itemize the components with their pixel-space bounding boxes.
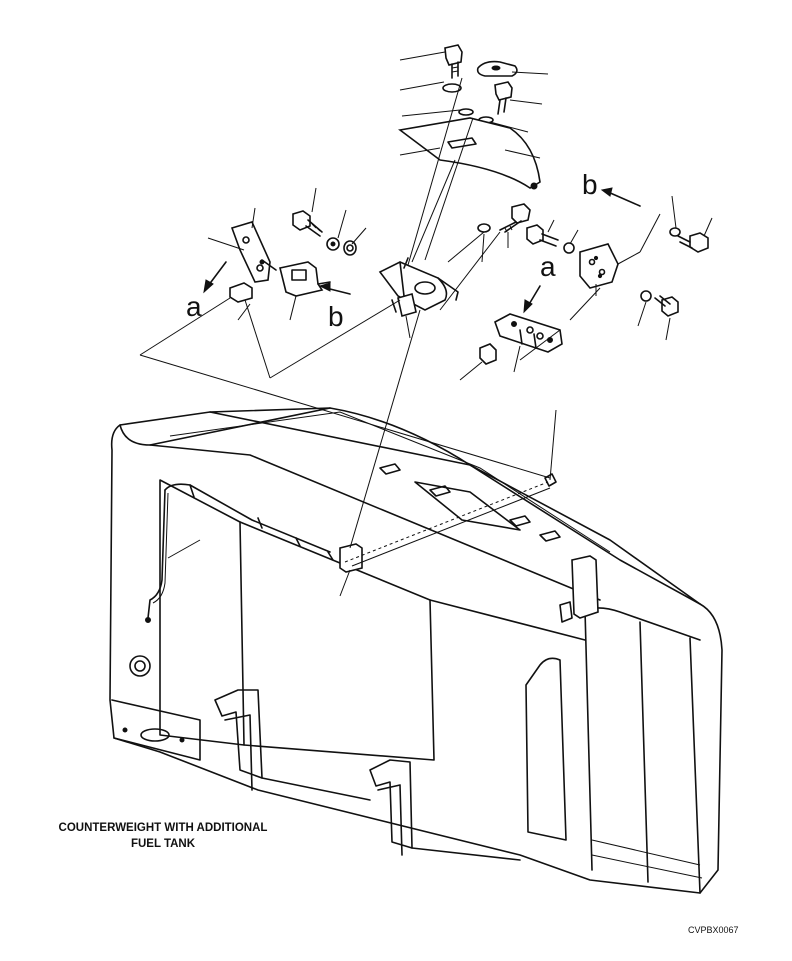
callout-b-left: b [328,301,344,332]
direction-arrows [203,187,641,314]
diagram-caption: COUNTERWEIGHT WITH ADDITIONAL FUEL TANK [28,820,298,852]
callout-b-right: b [582,169,598,200]
exploded-hardware [139,44,713,597]
callout-a-right: a [540,251,556,282]
callout-a-left: a [186,291,202,322]
counterweight-body [109,407,723,894]
caption-line-2: FUEL TANK [130,838,196,850]
caption-line-1: COUNTERWEIGHT WITH ADDITIONAL [58,822,268,834]
drawing-code: CVPBX0067 [688,925,739,935]
